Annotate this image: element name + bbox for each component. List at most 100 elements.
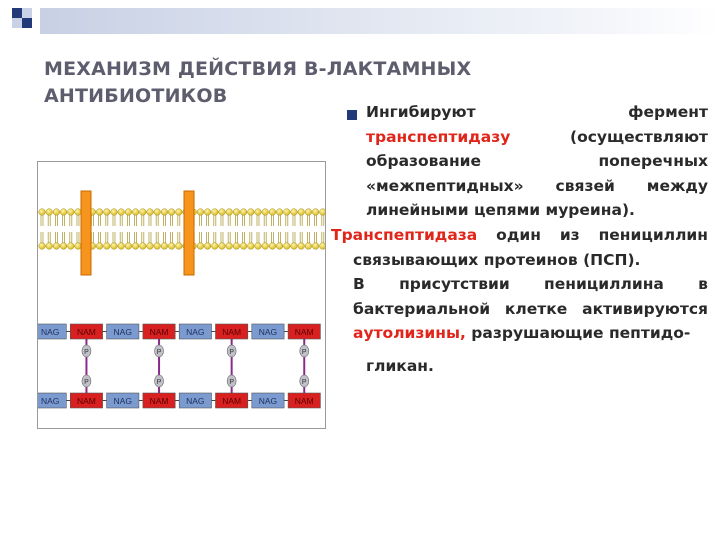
lipid-head — [269, 243, 276, 250]
membrane-proteins — [81, 191, 194, 275]
lipid-head — [147, 243, 154, 250]
unit-label: NAM — [222, 396, 241, 406]
lipid-head — [168, 209, 175, 216]
peptide-label: P — [84, 349, 89, 356]
lipid-head — [161, 209, 168, 216]
lipid-head — [111, 209, 118, 216]
lipid-head — [298, 209, 305, 216]
lipid-head — [262, 243, 269, 250]
lipid-head — [248, 243, 255, 250]
lipid-head — [39, 243, 46, 250]
lipid-head — [240, 209, 247, 216]
lipid-head — [168, 243, 175, 250]
text: разрушающие пептидо- — [471, 324, 690, 342]
text: гликан. — [366, 357, 434, 375]
peptide-label: P — [229, 379, 234, 386]
lipid-head — [111, 243, 118, 250]
lipid-head — [305, 243, 312, 250]
lipid-head — [68, 209, 75, 216]
unit-label: NAG — [114, 396, 132, 406]
unit-label: NAM — [77, 396, 96, 406]
lipid-head — [46, 209, 53, 216]
lipid-head — [39, 209, 46, 216]
lipid-head — [96, 243, 103, 250]
lipid-head — [96, 209, 103, 216]
unit-label: NAM — [150, 327, 169, 337]
lipid-head — [75, 243, 82, 250]
lipid-head — [219, 243, 226, 250]
lipid-head — [197, 209, 204, 216]
lipid-head — [233, 209, 240, 216]
lipid-head — [154, 209, 161, 216]
lipid-head — [226, 243, 233, 250]
lipid-head — [291, 243, 298, 250]
lipid-head — [140, 209, 147, 216]
paragraph-1: Ингибируют фермент транспептидазу (осуще… — [344, 100, 708, 223]
lipid-head — [53, 243, 60, 250]
unit-label: NAG — [114, 327, 132, 337]
unit-label: NAM — [295, 327, 314, 337]
unit-label: NAM — [222, 327, 241, 337]
paragraph-3-end: гликан. — [344, 354, 708, 379]
unit-label: NAM — [295, 396, 314, 406]
lipid-head — [255, 243, 262, 250]
lipid-head — [219, 209, 226, 216]
title-line: МЕХАНИЗМ ДЕЙСТВИЯ В-ЛАКТАМНЫХ — [44, 56, 604, 83]
highlight-autolysins: аутолизины, — [353, 324, 466, 342]
peptide-label: P — [157, 379, 162, 386]
lipid-head — [161, 243, 168, 250]
unit-label: NAG — [186, 396, 204, 406]
lipid-head — [104, 243, 111, 250]
unit-label: NAG — [186, 327, 204, 337]
unit-label: NAM — [150, 396, 169, 406]
lipid-head — [197, 243, 204, 250]
lipid-head — [125, 243, 132, 250]
lipid-head — [291, 209, 298, 216]
lipid-head — [248, 209, 255, 216]
lipid-head — [212, 209, 219, 216]
text: В присутствии пенициллина в бактериально… — [353, 275, 708, 318]
lipid-head — [240, 243, 247, 250]
lipid-head — [154, 243, 161, 250]
unit-label: NAG — [41, 327, 59, 337]
lipid-head — [118, 243, 125, 250]
lipid-head — [226, 209, 233, 216]
lipid-head — [104, 209, 111, 216]
text: Ингибируют фермент — [366, 103, 708, 121]
transpeptidase-protein — [184, 191, 194, 275]
peptide-label: P — [302, 379, 307, 386]
unit-label: NAG — [259, 396, 277, 406]
body-text: Ингибируют фермент транспептидазу (осуще… — [344, 100, 708, 379]
lipid-head — [276, 209, 283, 216]
lipid-head — [118, 209, 125, 216]
peptide-label: P — [302, 349, 307, 356]
lipid-head — [125, 209, 132, 216]
paragraph-2: Транспептидаза один из пенициллин связыв… — [344, 223, 708, 272]
lipid-head — [233, 243, 240, 250]
lipid-head — [255, 209, 262, 216]
lipid-head — [320, 209, 327, 216]
lipid-head — [312, 209, 319, 216]
lipid-head — [312, 243, 319, 250]
lipid-head — [60, 243, 67, 250]
lipid-head — [147, 209, 154, 216]
lipid-head — [212, 243, 219, 250]
lipid-head — [60, 209, 67, 216]
lipid-head — [305, 209, 312, 216]
lipid-head — [204, 209, 211, 216]
lipid-head — [176, 209, 183, 216]
lipid-head — [68, 243, 75, 250]
lipid-head — [269, 209, 276, 216]
lipid-head — [298, 243, 305, 250]
transpeptidase-protein — [81, 191, 91, 275]
lipid-head — [320, 243, 327, 250]
lipid-head — [132, 209, 139, 216]
unit-label: NAG — [259, 327, 277, 337]
unit-label: NAG — [41, 396, 59, 406]
decor-square — [22, 18, 32, 28]
lipid-head — [132, 243, 139, 250]
lipid-head — [204, 243, 211, 250]
lipid-head — [140, 243, 147, 250]
lipid-head — [75, 209, 82, 216]
